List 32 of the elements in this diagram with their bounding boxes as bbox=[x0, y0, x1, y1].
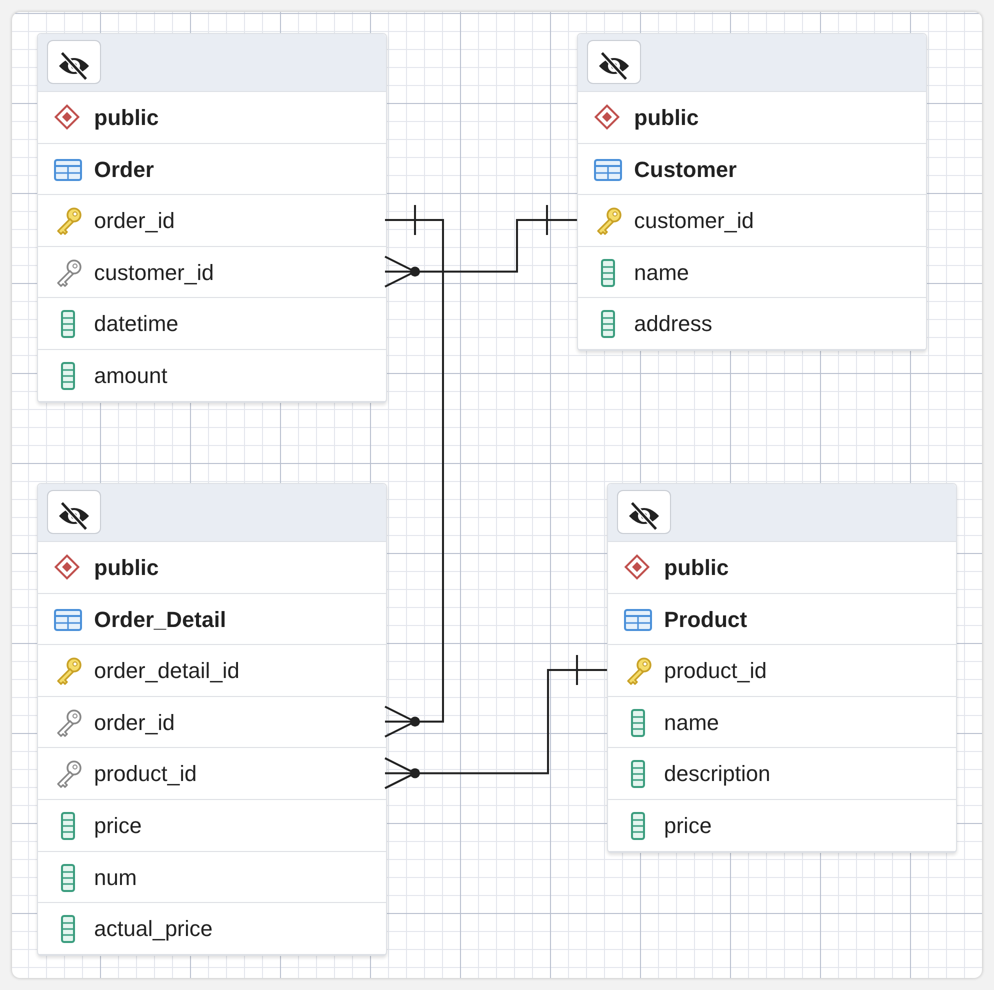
table-name: Customer bbox=[634, 156, 737, 183]
relationship-line bbox=[384, 204, 444, 738]
column-name: product_id bbox=[664, 658, 767, 684]
column-name: order_detail_id bbox=[94, 658, 240, 684]
column-name: num bbox=[94, 864, 137, 891]
schema-name: public bbox=[94, 555, 159, 581]
column-name: product_id bbox=[94, 761, 197, 788]
column-name: datetime bbox=[94, 311, 178, 338]
column-name: customer_id bbox=[94, 260, 214, 286]
schema-name: public bbox=[664, 555, 729, 581]
column-name: description bbox=[664, 761, 770, 788]
column-name: actual_price bbox=[94, 916, 213, 942]
column-name: amount bbox=[94, 363, 168, 389]
column-name: price bbox=[94, 813, 142, 839]
table-card bbox=[37, 483, 387, 956]
relationship-line bbox=[384, 204, 577, 288]
table-card bbox=[607, 483, 957, 853]
column-name: address bbox=[634, 311, 712, 338]
column-name: price bbox=[664, 813, 712, 839]
table-card bbox=[577, 33, 927, 351]
table-name: Order bbox=[94, 156, 154, 183]
column-name: order_id bbox=[94, 710, 175, 736]
relationship-line bbox=[384, 654, 607, 790]
table-card bbox=[37, 33, 387, 403]
schema-name: public bbox=[634, 105, 699, 131]
column-name: order_id bbox=[94, 208, 175, 234]
table-name: Product bbox=[664, 606, 748, 633]
column-name: name bbox=[664, 710, 720, 736]
column-name: name bbox=[634, 260, 690, 286]
table-name: Order_Detail bbox=[94, 606, 226, 633]
column-name: customer_id bbox=[634, 208, 754, 234]
schema-name: public bbox=[94, 105, 159, 131]
